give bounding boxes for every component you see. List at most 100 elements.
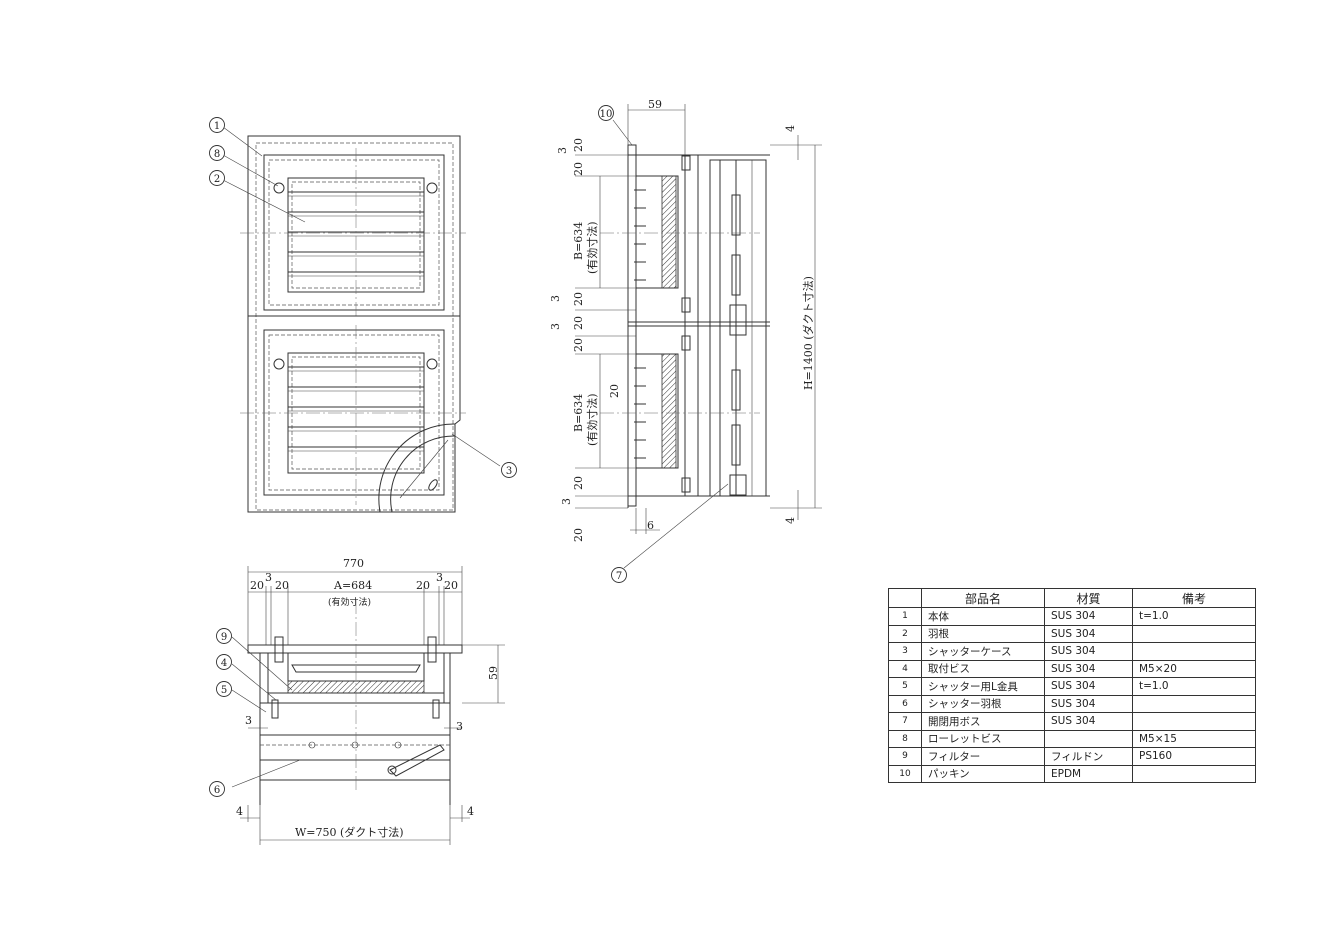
row-name: パッキン <box>921 764 1045 783</box>
parts-table-header: 部品名 材質 備考 <box>888 588 1256 608</box>
dim-plan-4-right: 4 <box>467 805 474 818</box>
dim-770: 770 <box>343 557 364 570</box>
table-row: 8 ローレットビス M5×15 <box>888 729 1256 748</box>
table-row: 3 シャッターケース SUS 304 <box>888 642 1256 661</box>
dim-front-59: 59 <box>648 98 662 111</box>
row-no: 4 <box>888 659 922 678</box>
dim-plan-59: 59 <box>487 666 500 680</box>
svg-text:5: 5 <box>221 685 227 696</box>
dim-plan-3-right: 3 <box>456 720 463 733</box>
dim-plan-20c: 20 <box>416 579 430 592</box>
bubble-1: 1 <box>209 117 225 133</box>
dim-20-a: 20 <box>572 138 585 152</box>
dim-b634-lower: B=634 <box>572 394 585 432</box>
dim-3-top: 3 <box>556 147 569 154</box>
dim-3-mid-b: 3 <box>549 323 562 330</box>
row-material: SUS 304 <box>1044 659 1133 678</box>
dim-plan-3b: 3 <box>436 571 443 584</box>
bubble-9: 9 <box>216 628 232 644</box>
row-name: フィルター <box>921 747 1045 766</box>
row-name: ローレットビス <box>921 729 1045 748</box>
svg-text:7: 7 <box>616 571 622 582</box>
row-note <box>1132 642 1256 661</box>
bubble-10: 10 <box>598 105 614 121</box>
row-material: SUS 304 <box>1044 694 1133 713</box>
dim-20-g: 20 <box>572 528 585 542</box>
dim-plan-3a: 3 <box>265 571 272 584</box>
dim-plan-3-left: 3 <box>245 714 252 727</box>
section-blades-upper <box>634 189 646 281</box>
row-material: SUS 304 <box>1044 677 1133 696</box>
row-material <box>1044 729 1133 748</box>
dim-20-f: 20 <box>572 476 585 490</box>
side-section-view <box>575 104 822 569</box>
row-no: 1 <box>888 607 922 626</box>
dim-20-b: 20 <box>572 162 585 176</box>
row-no: 6 <box>888 694 922 713</box>
row-note: t=1.0 <box>1132 677 1256 696</box>
svg-text:10: 10 <box>600 109 613 120</box>
section-blades-lower <box>634 367 646 459</box>
row-note: PS160 <box>1132 747 1256 766</box>
row-material: EPDM <box>1044 764 1133 783</box>
row-name: シャッターケース <box>921 642 1045 661</box>
dim-6: 6 <box>647 519 654 532</box>
row-name: 開閉用ボス <box>921 712 1045 731</box>
svg-text:6: 6 <box>214 785 220 796</box>
header-note: 備考 <box>1132 588 1256 608</box>
bubble-5: 5 <box>216 681 232 697</box>
dim-20-c: 20 <box>572 292 585 306</box>
row-material: SUS 304 <box>1044 624 1133 643</box>
bubble-4: 4 <box>216 654 232 670</box>
table-row: 10 パッキン EPDM <box>888 764 1256 783</box>
row-no: 8 <box>888 729 922 748</box>
table-row: 1 本体 SUS 304 t=1.0 <box>888 607 1256 626</box>
dim-plan-20a: 20 <box>250 579 264 592</box>
dim-plan-a684: A=684 <box>333 579 372 592</box>
svg-text:4: 4 <box>221 658 227 669</box>
dim-effective-upper: (有効寸法) <box>585 221 599 274</box>
svg-text:8: 8 <box>214 149 220 160</box>
row-material: SUS 304 <box>1044 607 1133 626</box>
row-material: フィルドン <box>1044 747 1133 766</box>
bubble-8: 8 <box>209 145 225 161</box>
dim-plan-4-left: 4 <box>236 805 243 818</box>
row-no: 2 <box>888 624 922 643</box>
table-row: 2 羽根 SUS 304 <box>888 624 1256 643</box>
row-note <box>1132 624 1256 643</box>
table-row: 7 開閉用ボス SUS 304 <box>888 712 1256 731</box>
row-no: 9 <box>888 747 922 766</box>
bubble-7: 7 <box>611 567 627 583</box>
row-name: シャッター羽根 <box>921 694 1045 713</box>
row-note: M5×20 <box>1132 659 1256 678</box>
svg-text:2: 2 <box>214 174 220 185</box>
header-material: 材質 <box>1044 588 1133 608</box>
header-part-name: 部品名 <box>921 588 1045 608</box>
dim-effective-lower: (有効寸法) <box>585 393 599 446</box>
dim-3-bottom: 3 <box>560 498 573 505</box>
svg-text:3: 3 <box>506 466 512 477</box>
header-no <box>888 588 922 608</box>
front-view <box>222 126 501 513</box>
bubble-6: 6 <box>209 781 225 797</box>
dim-4-bottom: 4 <box>784 517 797 524</box>
row-name: 本体 <box>921 607 1045 626</box>
row-no: 10 <box>888 764 922 783</box>
plan-view <box>231 566 505 845</box>
dim-b634-upper: B=634 <box>572 222 585 260</box>
dim-20-e: 20 <box>572 338 585 352</box>
row-name: シャッター用L金具 <box>921 677 1045 696</box>
part-bubbles: 1 8 2 3 10 7 9 4 5 6 <box>209 105 627 797</box>
row-name: 取付ビス <box>921 659 1045 678</box>
svg-text:9: 9 <box>221 632 227 643</box>
dim-duct-width: W=750 (ダクト寸法) <box>295 825 404 839</box>
dim-duct-height: H=1400 (ダクト寸法) <box>801 276 815 390</box>
row-no: 5 <box>888 677 922 696</box>
dim-plan-effective: (有効寸法) <box>328 596 371 608</box>
row-no: 7 <box>888 712 922 731</box>
row-no: 3 <box>888 642 922 661</box>
dim-3-mid-a: 3 <box>549 295 562 302</box>
row-note: t=1.0 <box>1132 607 1256 626</box>
table-row: 4 取付ビス SUS 304 M5×20 <box>888 659 1256 678</box>
